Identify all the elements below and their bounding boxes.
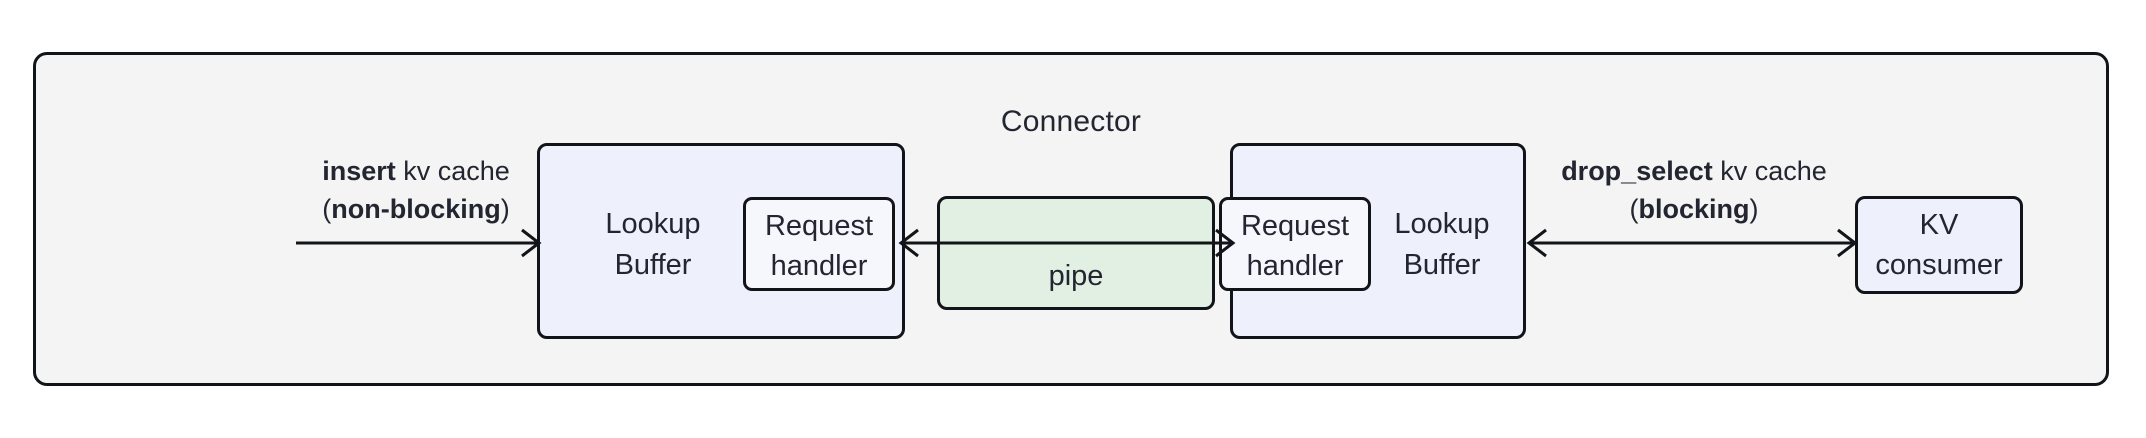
edge-label-insert-object: kv cache bbox=[395, 156, 510, 186]
edge-label-drop-select: drop_select kv cache (blocking) bbox=[1524, 152, 1864, 228]
edge-label-insert-action: insert bbox=[322, 156, 396, 186]
edge-label-drop-select-mode: blocking bbox=[1638, 194, 1750, 224]
edge-label-insert-paren-open: ( bbox=[322, 194, 332, 224]
node-lookup-buffer-left-label: Lookup Buffer bbox=[605, 208, 701, 281]
node-kv-consumer-label: KV consumer bbox=[1875, 209, 2003, 281]
node-request-handler-left-label: Request handler bbox=[764, 210, 873, 282]
node-lookup-buffer-right-label: Lookup Buffer bbox=[1394, 208, 1490, 281]
edge-label-drop-select-object: kv cache bbox=[1712, 156, 1827, 186]
node-request-handler-right[interactable]: Request handler bbox=[1219, 197, 1371, 291]
edge-label-insert-mode: non-blocking bbox=[331, 194, 501, 224]
edge-label-drop-select-paren-open: ( bbox=[1629, 194, 1639, 224]
edge-label-insert: insert kv cache (non-blocking) bbox=[281, 152, 551, 228]
edge-label-drop-select-paren-close: ) bbox=[1749, 194, 1759, 224]
node-request-handler-left[interactable]: Request handler bbox=[743, 197, 895, 291]
node-pipe[interactable]: pipe bbox=[937, 196, 1215, 310]
arrow-pipe-bidirectional bbox=[898, 228, 1236, 258]
edge-label-insert-paren-close: ) bbox=[500, 194, 510, 224]
node-pipe-label: pipe bbox=[1048, 260, 1104, 292]
connector-title: Connector bbox=[1000, 105, 1142, 138]
arrow-drop-select-bidirectional bbox=[1526, 228, 1858, 258]
node-kv-consumer[interactable]: KV consumer bbox=[1855, 196, 2023, 294]
arrow-insert bbox=[296, 228, 542, 258]
node-lookup-buffer-right[interactable]: Lookup Buffer Request handler bbox=[1219, 143, 1526, 339]
node-lookup-buffer-left[interactable]: Lookup Buffer Request handler bbox=[537, 143, 905, 339]
node-request-handler-right-label: Request handler bbox=[1240, 210, 1349, 282]
edge-label-drop-select-action: drop_select bbox=[1561, 156, 1713, 186]
